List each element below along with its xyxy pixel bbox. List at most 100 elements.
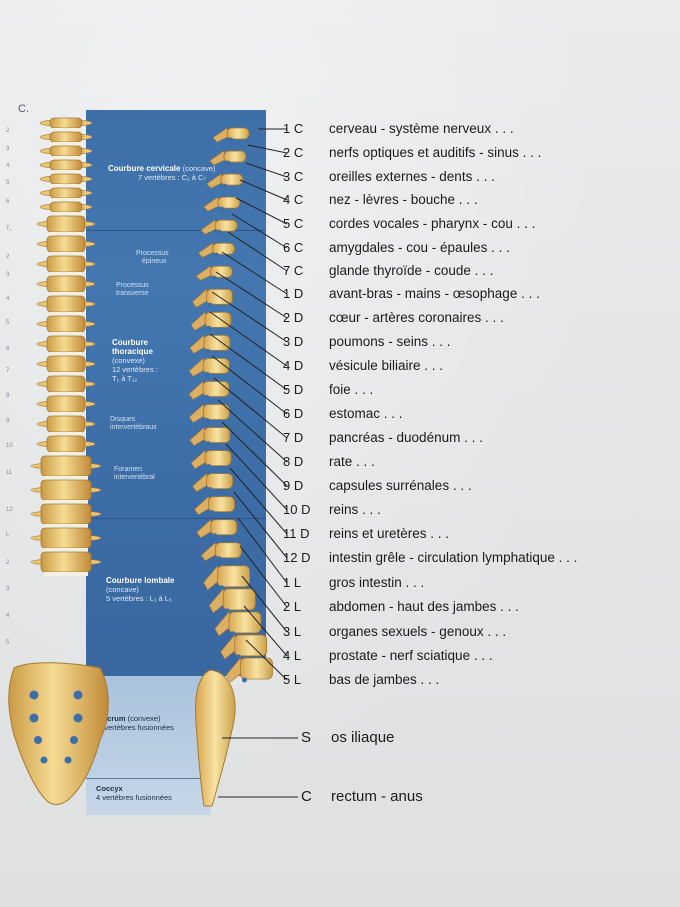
leader-line	[240, 180, 287, 200]
intervertebral-disc	[44, 524, 88, 528]
front-vertebra	[47, 276, 85, 292]
intervertebral-foramen	[205, 349, 210, 354]
organ-list-text: capsules surrénales . . .	[329, 478, 472, 493]
intervertebral-disc	[50, 232, 82, 236]
organ-list-text: prostate - nerf sciatique . . .	[329, 648, 493, 663]
organ-list-text: cerveau - système nerveux . . .	[329, 121, 514, 136]
vertebra-number: 4 D	[283, 358, 323, 373]
intervertebral-foramen	[208, 487, 213, 492]
organ-list-text: gros intestin . . .	[329, 575, 424, 590]
front-vertebra	[41, 456, 91, 476]
vertebra-number: 4 C	[283, 192, 323, 207]
intervertebral-disc	[50, 292, 82, 296]
leader-line	[246, 163, 287, 177]
front-vertebra	[41, 528, 91, 548]
vertebra-number: 6 C	[283, 240, 323, 255]
side-vertebra	[224, 151, 246, 162]
intervertebral-foramen	[208, 303, 213, 308]
intervertebral-disc	[44, 548, 88, 552]
intervertebral-foramen	[222, 184, 227, 189]
intervertebral-disc	[50, 252, 82, 256]
coccyx-organ-text: rectum - anus	[331, 788, 423, 805]
front-vertebra	[47, 416, 85, 432]
intervertebral-disc	[50, 452, 82, 456]
side-vertebra	[227, 128, 249, 139]
organ-list-text: reins et uretères . . .	[329, 526, 449, 541]
intervertebral-disc	[50, 272, 82, 276]
front-vertebra	[47, 396, 85, 412]
front-vertebra	[50, 202, 82, 212]
side-vertebra	[203, 381, 229, 396]
vertebra-number: 7 C	[283, 263, 323, 278]
side-vertebra	[205, 312, 231, 327]
intervertebral-disc	[50, 372, 82, 376]
front-vertebra	[47, 216, 85, 232]
intervertebral-foramen	[205, 418, 210, 423]
vertebra-number: 12 D	[283, 550, 323, 565]
vertebra-number: 2 C	[283, 145, 323, 160]
front-vertebra	[47, 376, 85, 392]
side-vertebra	[235, 635, 267, 656]
side-vertebra	[223, 589, 255, 610]
spinous-process	[199, 243, 215, 257]
spinous-process	[213, 128, 229, 142]
leader-line	[248, 145, 287, 153]
organ-list-text: reins . . .	[329, 502, 381, 517]
side-vertebra	[205, 451, 231, 466]
organ-list-text: cordes vocales - pharynx - cou . . .	[329, 216, 535, 231]
front-vertebra	[41, 552, 91, 572]
vertebra-number: 3 L	[283, 624, 323, 639]
organ-list-text: rate . . .	[329, 454, 375, 469]
front-vertebra	[47, 236, 85, 252]
side-vertebra	[215, 543, 241, 558]
side-vertebra	[229, 612, 261, 633]
spinous-process	[201, 220, 217, 234]
vertebra-number: 6 D	[283, 406, 323, 421]
organ-list-text: nerfs optiques et auditifs - sinus . . .	[329, 145, 541, 160]
intervertebral-foramen	[205, 372, 210, 377]
intervertebral-disc	[50, 392, 82, 396]
intervertebral-foramen	[242, 678, 247, 683]
front-vertebra	[47, 336, 85, 352]
side-view-spine	[189, 128, 272, 683]
intervertebral-foramen	[217, 556, 222, 561]
intervertebral-foramen	[214, 253, 219, 258]
intervertebral-foramen	[219, 207, 224, 212]
front-vertebra	[50, 188, 82, 198]
intervertebral-foramen	[225, 161, 230, 166]
intervertebral-foramen	[217, 230, 222, 235]
organ-list-text: pancréas - duodénum . . .	[329, 430, 483, 445]
vertebra-number: 5 C	[283, 216, 323, 231]
vertebra-number: 4 L	[283, 648, 323, 663]
intervertebral-disc	[53, 128, 79, 132]
organ-list-text: bas de jambes . . .	[329, 672, 439, 687]
intervertebral-foramen	[212, 276, 217, 281]
vertebra-number: 1 L	[283, 575, 323, 590]
vertebra-number: 1 C	[283, 121, 323, 136]
organ-list-text: organes sexuels - genoux . . .	[329, 624, 506, 639]
spinous-process	[207, 174, 223, 188]
vertebra-number: 2 L	[283, 599, 323, 614]
intervertebral-disc	[50, 312, 82, 316]
intervertebral-disc	[53, 142, 79, 146]
organ-list-text: estomac . . .	[329, 406, 403, 421]
organ-list-text: nez - lèvres - bouche . . .	[329, 192, 478, 207]
intervertebral-foramen	[210, 510, 215, 515]
front-vertebra	[50, 160, 82, 170]
organ-list-text: poumons - seins . . .	[329, 334, 451, 349]
intervertebral-disc	[53, 198, 79, 202]
intervertebral-foramen	[206, 326, 211, 331]
vertebra-number: 7 D	[283, 430, 323, 445]
vertebra-number: 2 D	[283, 310, 323, 325]
front-vertebra	[47, 296, 85, 312]
intervertebral-foramen	[205, 395, 210, 400]
organ-list-text: abdomen - haut des jambes . . .	[329, 599, 519, 614]
organ-list-text: oreilles externes - dents . . .	[329, 169, 495, 184]
front-vertebra	[50, 174, 82, 184]
vertebra-number: 9 D	[283, 478, 323, 493]
intervertebral-foramen	[212, 533, 217, 538]
front-vertebra	[50, 132, 82, 142]
side-vertebra	[209, 497, 235, 512]
front-vertebra	[47, 316, 85, 332]
intervertebral-disc	[44, 572, 88, 576]
